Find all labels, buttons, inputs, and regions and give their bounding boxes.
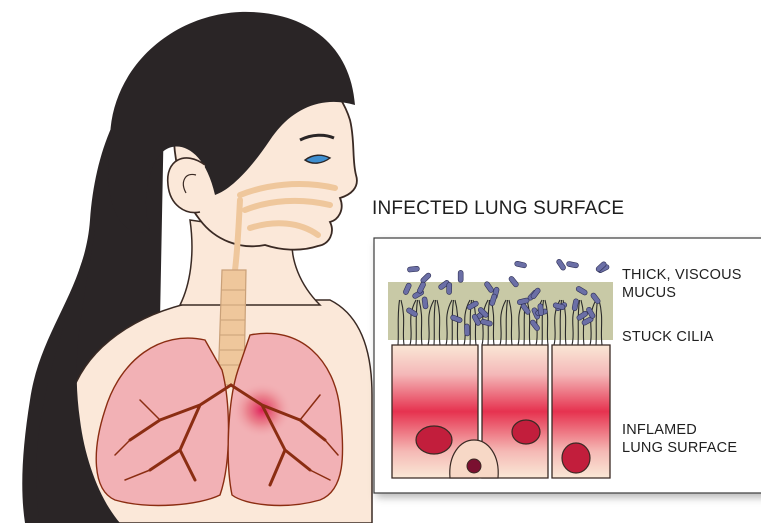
nucleus <box>467 459 481 473</box>
label-mucus-line1: THICK, VISCOUS <box>622 266 761 284</box>
bacterium <box>464 324 470 336</box>
nucleus <box>416 426 452 454</box>
label-surface-line2: LUNG SURFACE <box>622 439 761 457</box>
panel-title: INFECTED LUNG SURFACE <box>372 198 624 220</box>
nucleus <box>512 420 540 444</box>
nucleus <box>562 443 590 473</box>
label-cilia: STUCK CILIA <box>622 329 714 345</box>
bacterium <box>447 282 452 294</box>
ear <box>168 158 205 213</box>
label-surface: INFLAMED LUNG SURFACE <box>622 421 761 457</box>
label-mucus-line2: MUCUS <box>622 284 761 302</box>
label-surface-line1: INFLAMED <box>622 421 761 439</box>
bacterium <box>407 266 419 272</box>
bacterium <box>458 270 463 282</box>
label-mucus: THICK, VISCOUS MUCUS <box>622 266 761 302</box>
bacterium <box>538 303 544 315</box>
